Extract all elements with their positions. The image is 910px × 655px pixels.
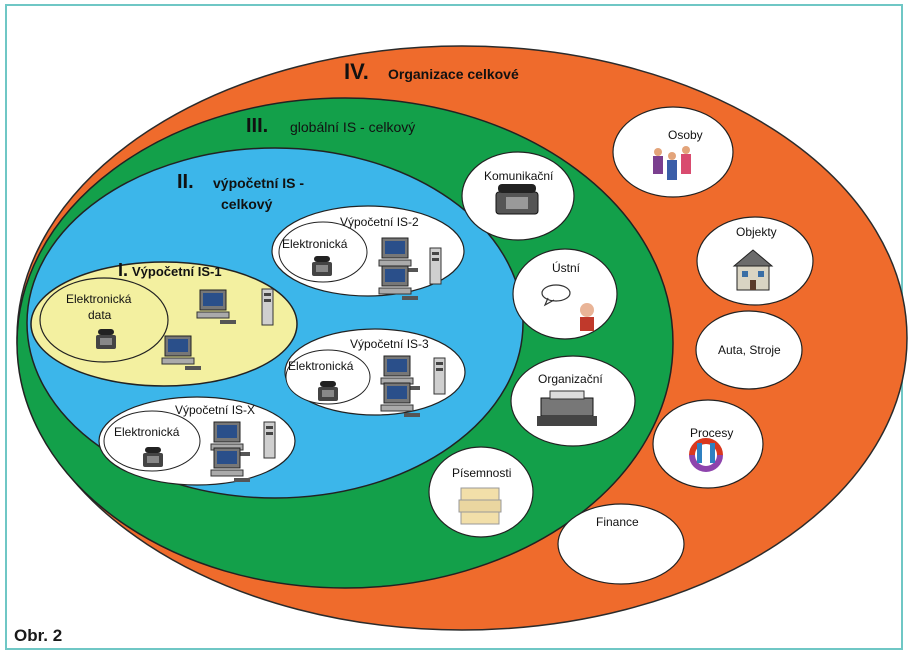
organizacni-label: Organizační bbox=[538, 372, 603, 386]
documents-icon bbox=[458, 487, 502, 525]
auta-stroje-label: Auta, Stroje bbox=[718, 343, 781, 357]
process-cycle-icon bbox=[689, 438, 723, 472]
isx-tower-icon bbox=[263, 421, 276, 459]
is3-tower-icon bbox=[433, 357, 446, 395]
isx-title: Výpočetní IS-X bbox=[175, 403, 255, 417]
osoby-label: Osoby bbox=[668, 128, 703, 142]
isx-terminal-icon bbox=[143, 447, 163, 467]
is3-title: Výpočetní IS-3 bbox=[350, 337, 429, 351]
is2-data-label: Elektronická bbox=[282, 237, 348, 251]
speech-icon bbox=[541, 284, 594, 331]
telephone-icon bbox=[495, 184, 539, 215]
level-ii-label-line2: celkový bbox=[221, 196, 273, 212]
is2-tower-icon bbox=[429, 247, 442, 285]
isx-data-label: Elektronická bbox=[114, 425, 180, 439]
is3-data-ellipse bbox=[285, 349, 371, 405]
level-iii-label: globální IS - celkový bbox=[290, 119, 415, 135]
level-i-num: I. bbox=[118, 260, 128, 280]
ustni-label: Ústní bbox=[552, 260, 581, 275]
finance-ellipse bbox=[557, 503, 685, 585]
objekty-label: Objekty bbox=[736, 225, 777, 239]
is2-data-ellipse bbox=[278, 221, 368, 283]
pisemnosti-label: Písemnosti bbox=[452, 466, 511, 480]
level-ii-label-line1: výpočetní IS - bbox=[213, 175, 304, 191]
level-ii-num: II. bbox=[177, 171, 194, 193]
figure-caption: Obr. 2 bbox=[14, 626, 63, 645]
is1-data-label-line2: data bbox=[88, 308, 112, 322]
is1-data-ellipse bbox=[39, 277, 169, 363]
osoby-ellipse bbox=[612, 106, 734, 198]
printer-icon bbox=[537, 390, 597, 426]
auta-stroje-ellipse bbox=[695, 310, 803, 390]
finance-label: Finance bbox=[596, 515, 639, 529]
is3-terminal-icon bbox=[318, 381, 338, 401]
is1-terminal-icon bbox=[96, 329, 116, 349]
level-i-label: Výpočetní IS-1 bbox=[132, 264, 222, 279]
ustni-ellipse bbox=[512, 248, 618, 340]
building-icon bbox=[732, 249, 774, 291]
is2-title: Výpočetní IS-2 bbox=[340, 215, 419, 229]
is1-tower-icon bbox=[261, 288, 274, 326]
level-iii-num: III. bbox=[246, 115, 268, 137]
komunikacni-label: Komunikační bbox=[484, 169, 554, 183]
is3-data-label: Elektronická bbox=[288, 359, 354, 373]
procesy-label: Procesy bbox=[690, 426, 733, 440]
level-iv-num: IV. bbox=[344, 59, 369, 84]
isx-data-ellipse bbox=[103, 410, 201, 472]
is1-data-label-line1: Elektronická bbox=[66, 292, 132, 306]
level-iv-label: Organizace celkové bbox=[388, 66, 519, 82]
people-icon bbox=[653, 146, 691, 180]
is2-terminal-icon bbox=[312, 256, 332, 276]
